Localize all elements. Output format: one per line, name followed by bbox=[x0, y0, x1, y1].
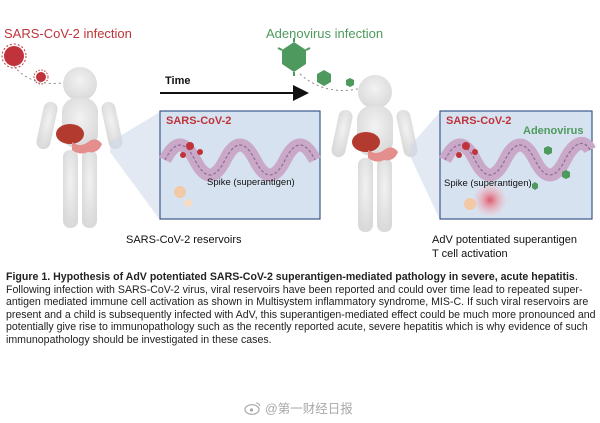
inset-left-spike-label: Spike (superantigen) bbox=[207, 177, 295, 188]
child-figure-right bbox=[331, 75, 418, 232]
inset-left bbox=[159, 110, 321, 220]
right-panel-caption-line2: T cell activation bbox=[432, 248, 508, 260]
watermark: @第一财经日报 bbox=[244, 398, 353, 417]
caption-body: . Following infection with SARS-CoV-2 vi… bbox=[6, 271, 596, 346]
sars-particles-left bbox=[180, 142, 203, 158]
inset-right-spike-label: Spike (superantigen) bbox=[444, 178, 532, 189]
inset-right-title: SARS-CoV-2 bbox=[446, 115, 512, 127]
time-label: Time bbox=[165, 75, 191, 87]
immune-cells-left bbox=[174, 186, 192, 207]
left-infection-label: SARS-CoV-2 infection bbox=[4, 26, 132, 41]
right-infection-label: Adenovirus infection bbox=[266, 26, 384, 41]
intestine-icon bbox=[72, 139, 102, 154]
liver-icon-right bbox=[352, 132, 380, 152]
figure-panel: SARS-CoV-2 infection Adenovirus infectio… bbox=[1, 26, 596, 260]
watermark-text: @第一财经日报 bbox=[265, 402, 353, 416]
liver-icon bbox=[56, 124, 84, 144]
inflammation-icon bbox=[474, 184, 506, 216]
adenovirus-icon bbox=[277, 38, 354, 87]
inset-right-adeno-label: Adenovirus bbox=[523, 125, 584, 137]
caption-title: Figure 1. Hypothesis of AdV potentiated … bbox=[6, 271, 575, 283]
intestine-icon-right bbox=[368, 147, 398, 162]
zoom-wedge-left bbox=[110, 112, 160, 220]
figure-illustration bbox=[1, 38, 596, 232]
adeno-particles-right bbox=[532, 146, 570, 190]
child-figure-left bbox=[36, 67, 123, 228]
gut-cells-right bbox=[444, 142, 591, 176]
zoom-wedge-right bbox=[410, 112, 440, 220]
sars-virus-icon bbox=[1, 43, 49, 85]
figure-caption: Figure 1. Hypothesis of AdV potentiated … bbox=[6, 271, 596, 347]
gut-cells-left bbox=[164, 144, 316, 176]
weibo-icon bbox=[244, 402, 261, 415]
adeno-infection-path bbox=[299, 73, 369, 91]
left-panel-caption: SARS-CoV-2 reservoirs bbox=[126, 234, 242, 246]
immune-cell-right bbox=[464, 198, 476, 210]
inset-left-title: SARS-CoV-2 bbox=[166, 115, 232, 127]
infection-path bbox=[13, 65, 79, 84]
sars-particles-right bbox=[456, 142, 478, 158]
right-panel-caption-line1: AdV potentiated superantigen bbox=[432, 234, 577, 246]
